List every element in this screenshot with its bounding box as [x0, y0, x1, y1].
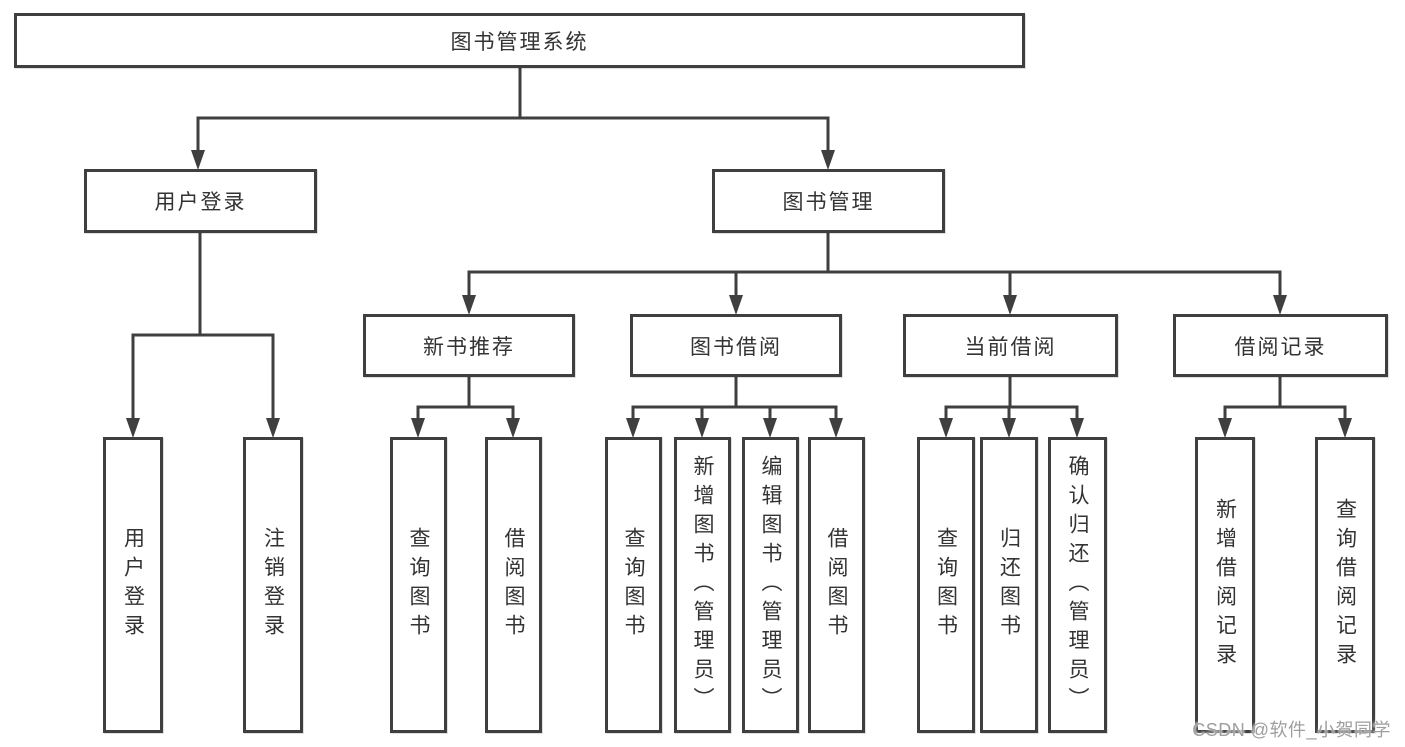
- node-book-mgmt-group: 图书管理: [712, 169, 945, 233]
- connector-lines: [131, 68, 1347, 424]
- arrow-icon: [1070, 418, 1084, 438]
- node-borrow-record-label: 借阅记录: [1234, 335, 1327, 359]
- leaf-query-book-recommend: 查询图书: [390, 437, 447, 733]
- leaf-add-book-admin: 新增图书（管理员）: [674, 437, 731, 733]
- node-user-login-group-label: 用户登录: [154, 191, 247, 214]
- leaf-add-borrow-record-label: 新增借阅记录: [1213, 498, 1237, 672]
- node-book-borrow-label: 图书借阅: [690, 335, 782, 359]
- leaf-edit-book-admin: 编辑图书（管理员）: [742, 437, 799, 733]
- arrow-icon: [191, 150, 205, 170]
- leaf-query-book-borrow: 查询图书: [605, 437, 662, 733]
- arrow-icon: [506, 418, 520, 438]
- arrow-icon: [729, 295, 743, 315]
- node-new-book-recommend: 新书推荐: [363, 314, 575, 377]
- edge-root-to-level2: [196, 68, 830, 155]
- edge-bookmgmt-to-level3: [467, 233, 1282, 300]
- edge-userlogin-to-leaves: [131, 233, 275, 424]
- leaf-query-borrow-record-label: 查询借阅记录: [1333, 498, 1357, 672]
- leaf-return-book-label: 归还图书: [997, 527, 1021, 643]
- arrow-icon: [695, 418, 709, 438]
- node-current-borrow-label: 当前借阅: [964, 335, 1057, 359]
- arrow-icon: [626, 418, 640, 438]
- leaf-logout-label: 注销登录: [261, 527, 285, 643]
- leaf-query-book-current: 查询图书: [917, 437, 975, 733]
- leaf-add-book-admin-label: 新增图书（管理员）: [691, 454, 714, 716]
- leaf-borrow-book: 借阅图书: [808, 437, 865, 733]
- node-root-label: 图书管理系统: [450, 30, 589, 54]
- arrow-icon: [1273, 295, 1287, 315]
- arrow-icon: [939, 418, 953, 438]
- leaf-confirm-return-admin-label: 确认归还（管理员）: [1066, 454, 1089, 716]
- node-root: 图书管理系统: [14, 13, 1025, 68]
- leaf-query-book-current-label: 查询图书: [934, 527, 958, 643]
- arrowheads: [126, 150, 1352, 438]
- node-current-borrow: 当前借阅: [903, 314, 1118, 377]
- leaf-borrow-book-recommend: 借阅图书: [485, 437, 542, 733]
- leaf-query-book-borrow-label: 查询图书: [622, 527, 645, 643]
- arrow-icon: [763, 418, 777, 438]
- leaf-add-borrow-record: 新增借阅记录: [1195, 437, 1255, 733]
- edge-currentborrow-to-leaves: [944, 377, 1079, 424]
- edge-bookborrow-to-leaves: [631, 377, 838, 424]
- arrow-icon: [1338, 418, 1352, 438]
- arrow-icon: [1218, 418, 1232, 438]
- leaf-return-book: 归还图书: [980, 437, 1038, 733]
- node-book-mgmt-group-label: 图书管理: [782, 191, 875, 214]
- leaf-logout: 注销登录: [243, 437, 303, 733]
- leaf-confirm-return-admin: 确认归还（管理员）: [1048, 437, 1107, 733]
- arrow-icon: [266, 418, 280, 438]
- arrow-icon: [821, 150, 835, 170]
- arrow-icon: [126, 418, 140, 438]
- csdn-watermark: CSDN @软件_小贺同学: [1192, 720, 1391, 740]
- arrow-icon: [462, 295, 476, 315]
- leaf-borrow-book-label: 借阅图书: [825, 527, 848, 643]
- node-book-borrow: 图书借阅: [630, 314, 842, 377]
- node-new-book-recommend-label: 新书推荐: [423, 335, 515, 359]
- node-user-login-group: 用户登录: [84, 169, 317, 233]
- leaf-borrow-book-recommend-label: 借阅图书: [502, 527, 525, 643]
- arrow-icon: [1003, 295, 1017, 315]
- leaf-query-borrow-record: 查询借阅记录: [1315, 437, 1375, 733]
- arrow-icon: [829, 418, 843, 438]
- edge-borrowrecord-to-leaves: [1223, 377, 1347, 424]
- edge-newbookrec-to-leaves: [416, 377, 515, 424]
- arrow-icon: [411, 418, 425, 438]
- leaf-query-book-recommend-label: 查询图书: [407, 527, 430, 643]
- leaf-user-login-label: 用户登录: [121, 527, 145, 643]
- leaf-user-login: 用户登录: [103, 437, 163, 733]
- leaf-edit-book-admin-label: 编辑图书（管理员）: [759, 454, 782, 716]
- node-borrow-record: 借阅记录: [1173, 314, 1388, 377]
- arrow-icon: [1002, 418, 1016, 438]
